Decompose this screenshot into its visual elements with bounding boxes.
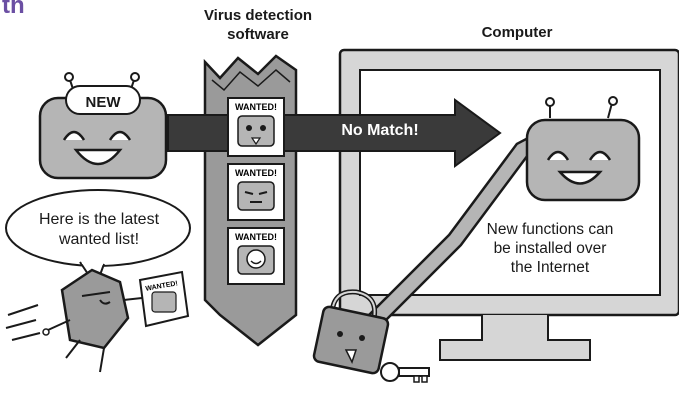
virus-detection-label: Virus detection software [188, 6, 328, 44]
title-fragment: th [2, 0, 25, 19]
functions-line-1: New functions can [486, 221, 614, 238]
wanted-poster-2-label: WANTED! [235, 168, 277, 178]
computer-label: Computer [481, 24, 553, 41]
no-match-label: No Match! [341, 122, 419, 139]
new-robot [38, 72, 168, 180]
wanted-poster-3 [227, 227, 285, 285]
speech-line-1: Here is the latest [38, 211, 160, 228]
virus-detection-line-1: Virus detection [203, 7, 313, 24]
wanted-poster-1-label: WANTED! [235, 102, 277, 112]
speech-text: Here is the latest wanted list! [20, 210, 178, 250]
flying-wanted-poster [138, 270, 190, 328]
robot-in-computer [525, 96, 641, 202]
padlock-icon [312, 289, 390, 375]
wanted-poster-3-label: WANTED! [235, 232, 277, 242]
functions-text: New functions can be installed over the … [470, 220, 630, 277]
speech-line-2: wanted list! [58, 231, 140, 248]
virus-detection-line-2: software [227, 26, 289, 43]
courier-character [5, 268, 143, 373]
wanted-poster-2 [227, 163, 285, 221]
functions-line-3: the Internet [510, 259, 590, 276]
functions-line-2: be installed over [493, 240, 607, 257]
key-icon [380, 362, 430, 383]
wanted-poster-1 [227, 97, 285, 157]
new-badge: NEW [85, 94, 121, 111]
